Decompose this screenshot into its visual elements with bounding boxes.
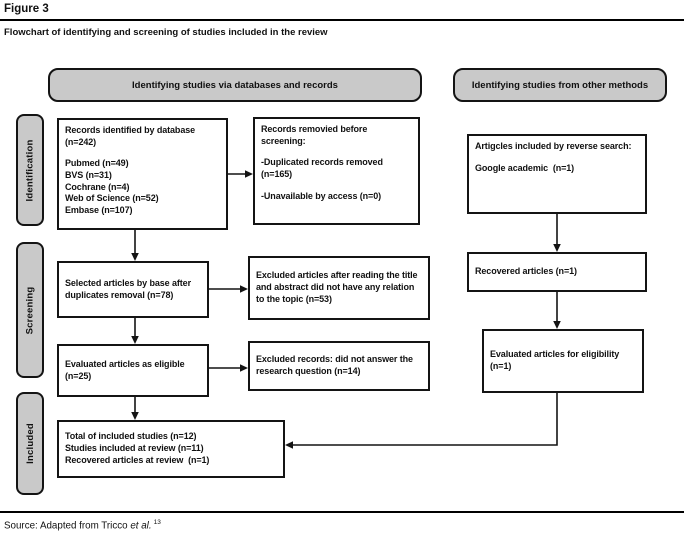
source-reference-number: 13	[153, 519, 161, 526]
header-databases: Identifying studies via databases and re…	[48, 68, 422, 102]
box-line: Records removied before screening:	[261, 124, 370, 146]
figure-label: Figure 3	[4, 3, 49, 15]
arrow-identified-to-selected	[131, 230, 139, 261]
box-line: Studies included at review (n=11)	[65, 443, 204, 454]
spacer	[261, 181, 412, 191]
box-excluded-records: Excluded records: did not answer the res…	[248, 341, 430, 391]
box-line: Excluded articles after reading the titl…	[256, 270, 420, 304]
box-evaluated-eligible: Evaluated articles as eligible (n=25)	[57, 344, 209, 397]
arrow-selected-to-evaluated	[131, 318, 139, 344]
spacer	[261, 147, 412, 157]
box-line: -Duplicated records removed (n=165)	[261, 157, 386, 180]
box-line: Total of included studies (n=12)	[65, 431, 197, 442]
source-etal: et al.	[130, 520, 152, 532]
header-databases-label: Identifying studies via databases and re…	[132, 79, 338, 91]
box-line: Recovered articles (n=1)	[475, 266, 577, 277]
stage-screening-label: Screening	[24, 286, 36, 334]
box-line: Evaluated articles for eligibility (n=1)	[490, 349, 622, 371]
box-line: -Unavailable by access (n=0)	[261, 190, 382, 201]
arrow-selected-to-excluded	[209, 285, 248, 293]
spacer	[65, 148, 220, 158]
stage-identification-label: Identification	[24, 139, 36, 201]
spacer	[475, 153, 639, 163]
figure-source: Source: Adapted from Tricco et al.13	[4, 519, 161, 531]
stage-identification: Identification	[16, 114, 44, 226]
source-text: Source: Adapted from Tricco	[4, 520, 131, 532]
arrow-reverse-to-recovered	[553, 214, 561, 252]
arrow-evaluated-to-included	[131, 397, 139, 420]
box-line: Selected articles by base after duplicat…	[65, 277, 194, 300]
box-selected-articles: Selected articles by base after duplicat…	[57, 261, 209, 318]
box-line: Records identified by database (n=242)	[65, 125, 198, 147]
box-excluded-title-abstract: Excluded articles after reading the titl…	[248, 256, 430, 320]
box-line: Google academic (n=1)	[475, 162, 575, 173]
stage-included: Included	[16, 392, 44, 495]
box-line: Artigcles included by reverse search:	[475, 141, 632, 151]
figure-caption: Flowchart of identifying and screening o…	[4, 27, 328, 38]
box-line: Evaluated articles as eligible (n=25)	[65, 358, 187, 381]
box-line: BVS (n=31)	[65, 170, 112, 181]
box-line: Embase (n=107)	[65, 205, 133, 216]
top-divider	[0, 19, 684, 21]
stage-included-label: Included	[24, 423, 36, 464]
arrow-recovered-to-eligibility	[553, 292, 561, 329]
bottom-divider	[0, 511, 684, 513]
box-reverse-search: Artigcles included by reverse search: Go…	[467, 134, 647, 214]
box-included-total: Total of included studies (n=12) Studies…	[57, 420, 285, 478]
stage-screening: Screening	[16, 242, 44, 378]
arrow-eligibility-to-included	[285, 393, 558, 449]
box-records-removed: Records removied before screening: -Dupl…	[253, 117, 420, 225]
arrow-evaluated-to-excluded-records	[209, 364, 248, 372]
box-line: Cochrane (n=4)	[65, 181, 130, 192]
box-line: Recovered articles at review (n=1)	[65, 454, 210, 465]
box-line: Excluded records: did not answer the res…	[256, 354, 416, 376]
box-records-identified: Records identified by database (n=242) P…	[57, 118, 228, 230]
box-line: Web of Science (n=52)	[65, 193, 159, 204]
box-line: Pubmed (n=49)	[65, 158, 129, 169]
arrow-identified-to-removed	[228, 170, 253, 178]
box-recovered-articles: Recovered articles (n=1)	[467, 252, 647, 292]
header-other-methods: Identifying studies from other methods	[453, 68, 667, 102]
box-evaluated-eligibility: Evaluated articles for eligibility (n=1)	[482, 329, 644, 393]
header-other-methods-label: Identifying studies from other methods	[471, 79, 649, 91]
